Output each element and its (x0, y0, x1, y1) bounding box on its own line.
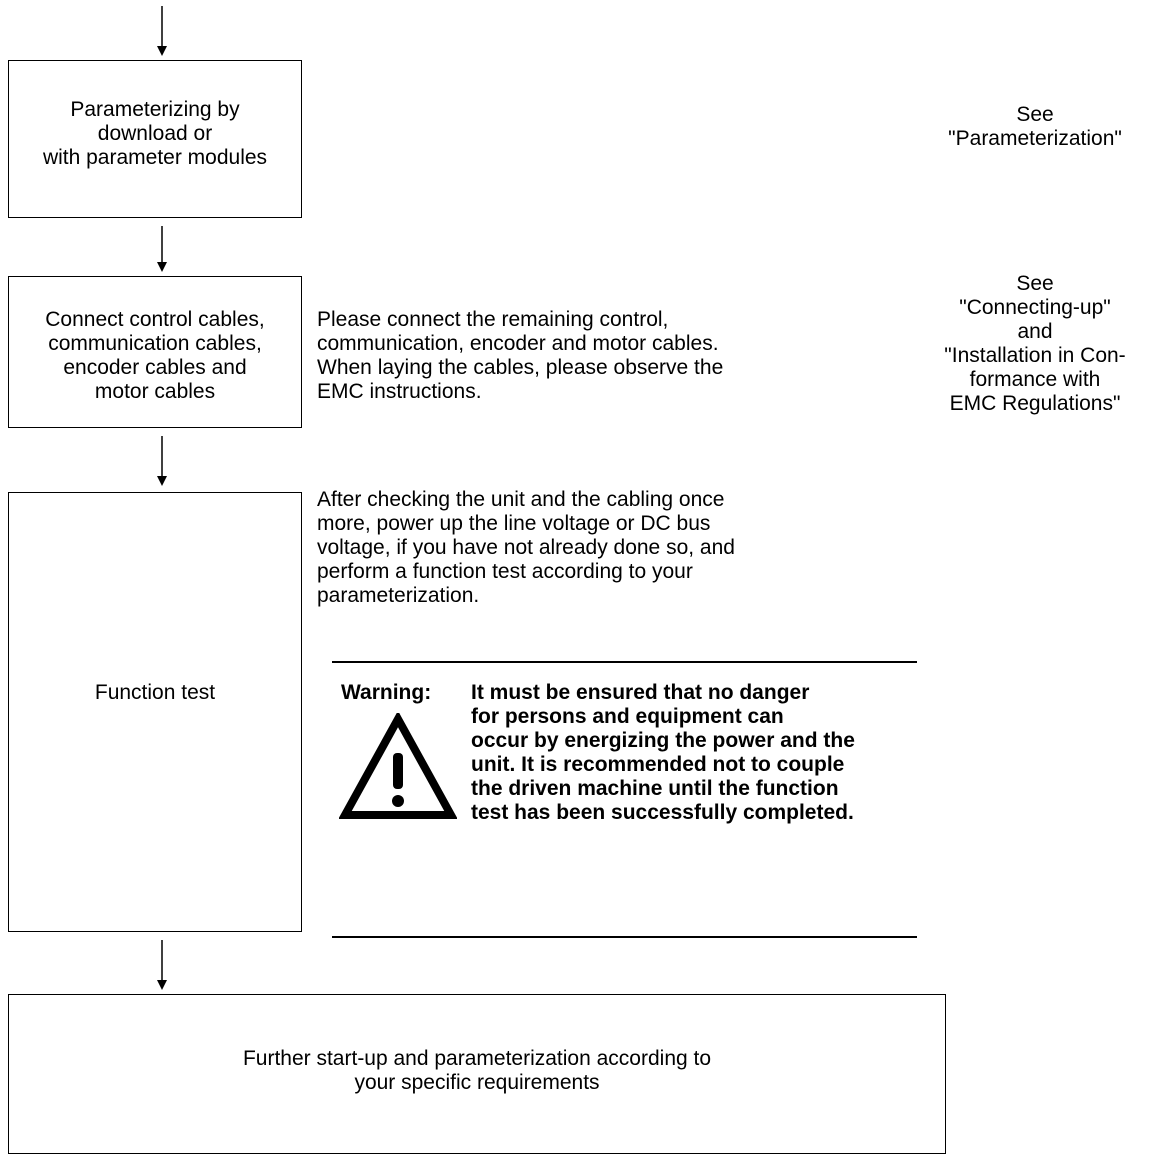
step-box-function-test (8, 492, 302, 932)
reference-line: EMC Regulations" (949, 392, 1121, 415)
step-label-connect-cables: Connect control cables, communication ca… (8, 308, 302, 404)
warning-line: the driven machine until the function (471, 777, 839, 800)
warning-top-rule (332, 661, 917, 663)
warning-bottom-rule (332, 936, 917, 938)
description-line: perform a function test according to you… (317, 560, 693, 583)
warning-triangle-icon (339, 713, 457, 819)
description-line: Please connect the remaining control, (317, 308, 669, 331)
arrow-down-icon (157, 436, 167, 486)
arrow-down-icon (157, 6, 167, 56)
warning-line: unit. It is recommended not to couple (471, 753, 845, 776)
description-line: EMC instructions. (317, 380, 482, 403)
step-label-line: Parameterizing by (70, 98, 240, 121)
step-label-line: download or (97, 122, 213, 145)
warning-line: test has been successfully completed. (471, 801, 854, 824)
description-connect-cables: Please connect the remaining control, co… (317, 308, 877, 404)
step-label-line: Function test (94, 681, 216, 704)
description-line: parameterization. (317, 584, 480, 607)
step-label-line: Further start-up and parameterization ac… (242, 1047, 712, 1070)
step-label-line: with parameter modules (42, 146, 268, 169)
step-label-line: your specific requirements (354, 1071, 600, 1094)
step-label-parameterizing: Parameterizing by download or with param… (8, 98, 302, 170)
reference-line: formance with (969, 368, 1101, 391)
warning-message: It must be ensured that no danger for pe… (471, 681, 961, 825)
arrow-down-icon (157, 940, 167, 990)
reference-line: and (1017, 320, 1053, 343)
step-box-parameterizing (8, 60, 302, 218)
step-label-line: communication cables, (48, 332, 262, 355)
step-box-connect-cables (8, 276, 302, 428)
reference-line: "Installation in Con- (944, 344, 1126, 367)
reference-line: "Connecting-up" (959, 296, 1111, 319)
step-label-function-test: Function test (8, 681, 302, 705)
description-line: more, power up the line voltage or DC bu… (317, 512, 711, 535)
arrow-down-icon (157, 226, 167, 272)
reference-line: See (1016, 272, 1054, 295)
description-line: voltage, if you have not already done so… (317, 536, 735, 559)
step-label-line: encoder cables and (63, 356, 247, 379)
step-label-further-start-up: Further start-up and parameterization ac… (8, 1047, 946, 1095)
reference-connecting-up: See "Connecting-up" and "Installation in… (915, 272, 1149, 416)
description-line: After checking the unit and the cabling … (317, 488, 725, 511)
warning-line: It must be ensured that no danger (471, 681, 810, 704)
description-line: communication, encoder and motor cables. (317, 332, 719, 355)
step-label-line: Connect control cables, (45, 308, 265, 331)
reference-line: "Parameterization" (948, 127, 1122, 150)
reference-line: See (1016, 103, 1054, 126)
warning-label: Warning: (341, 681, 432, 704)
warning-line: for persons and equipment can (471, 705, 784, 728)
step-label-line: motor cables (94, 380, 216, 403)
description-line: When laying the cables, please observe t… (317, 356, 724, 379)
description-function-test: After checking the unit and the cabling … (317, 488, 897, 608)
warning-line: occur by energizing the power and the (471, 729, 855, 752)
reference-parameterization: See "Parameterization" (915, 103, 1149, 151)
